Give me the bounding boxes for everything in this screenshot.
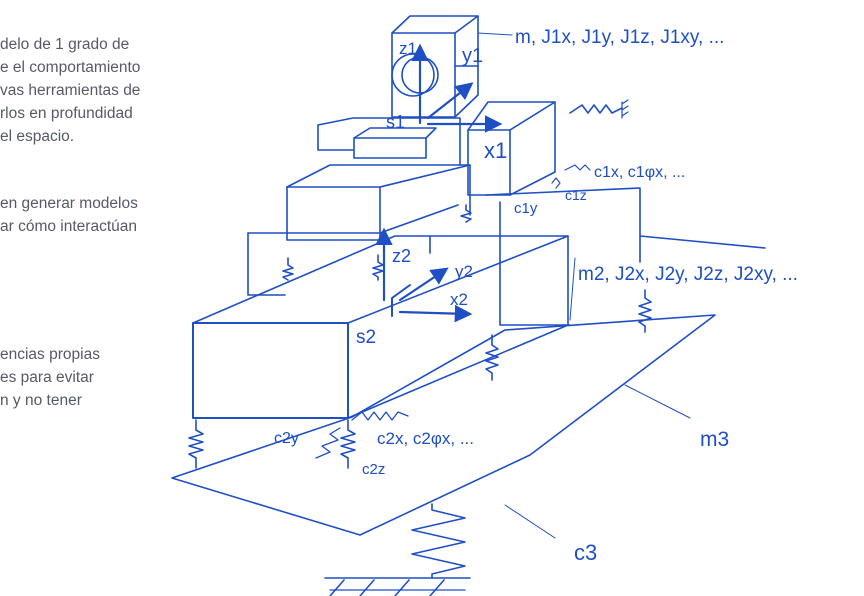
text-line: el espacio. [0, 128, 75, 145]
label-c2y: c2y [274, 430, 299, 447]
text-line: delo de 1 grado de [0, 36, 130, 53]
spring-icon [638, 289, 652, 333]
axis-x2-icon [398, 304, 473, 323]
label-c1y: c1y [514, 200, 538, 217]
label-y1: y1 [462, 45, 483, 67]
text-line: vas herramientas de [0, 82, 141, 99]
spring-icon [551, 177, 561, 189]
text-column-para1: delo de 1 grado de e el comportamiento v… [0, 33, 210, 148]
label-m3: m3 [700, 428, 729, 451]
text-line: n y no tener [0, 392, 82, 409]
text-line: e el comportamiento [0, 59, 141, 76]
label-m2-params: m2, J2x, J2y, J2z, J2xy, ... [578, 264, 798, 285]
text-line: ar cómo interactúan [0, 218, 137, 235]
block-s1 [353, 137, 427, 159]
label-x1: x1 [484, 138, 507, 163]
label-x2: x2 [450, 290, 468, 309]
spring-icon [485, 334, 499, 381]
spring-icon [351, 411, 409, 421]
label-c2z: c2z [362, 461, 385, 478]
label-y2: y2 [455, 262, 473, 281]
text-line: encias propias [0, 346, 100, 363]
label-z1: z1 [399, 39, 417, 58]
text-column-para2: en generar modelos ar cómo interactúan [0, 192, 210, 238]
label-c2-params: c2x, c2φx, ... [377, 429, 474, 448]
label-c1z: c1z [565, 187, 587, 203]
axis-y1-icon [426, 82, 474, 120]
spring-icon [372, 254, 384, 281]
text-column-para3: encias propias es para evitar n y no ten… [0, 343, 155, 412]
label-c1-params: c1x, c1φx, ... [594, 164, 685, 181]
spring-icon [460, 204, 472, 223]
leader-c3 [504, 504, 556, 539]
spring-icon [188, 419, 204, 469]
spring-icon [315, 427, 341, 459]
box-motor [391, 15, 479, 118]
label-body1-params: m, J1x, J1y, J1z, J1xy, ... [515, 27, 724, 48]
label-s2: s2 [356, 327, 376, 348]
spring-icon [282, 257, 294, 281]
axis-y2-icon [398, 267, 449, 302]
box-m2-upper [247, 187, 766, 326]
label-c3: c3 [574, 540, 597, 565]
box-middle [286, 117, 471, 241]
ground-hatch-icon [324, 577, 471, 596]
leader-m3 [624, 384, 691, 419]
label-z2: z2 [392, 246, 411, 266]
base-plate-m3 [171, 314, 716, 536]
text-line: en generar modelos [0, 195, 138, 212]
text-line: rlos en profundidad [0, 105, 133, 122]
box-x1 [467, 101, 556, 196]
spring-icon [564, 164, 591, 171]
text-line: es para evitar [0, 369, 94, 386]
spring-c3-icon [411, 503, 466, 579]
spring-icon [340, 419, 356, 469]
label-s1: s1 [386, 112, 405, 132]
spring-icon [569, 104, 623, 114]
